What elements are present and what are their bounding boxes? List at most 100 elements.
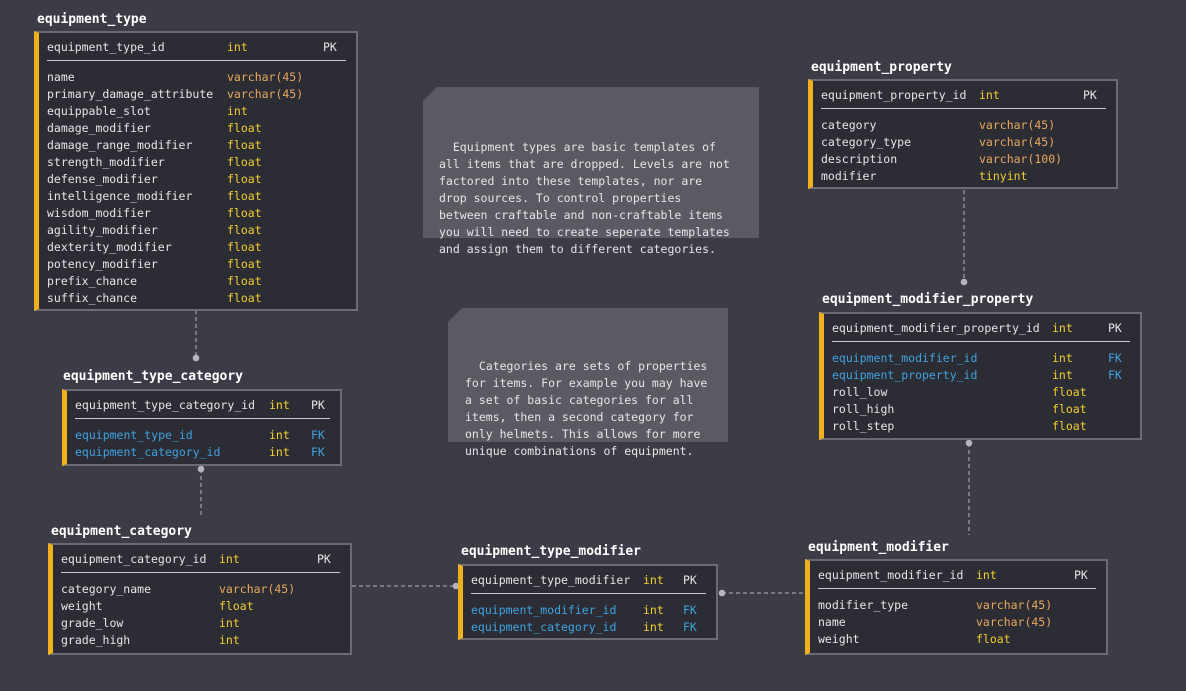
note-fold-corner	[448, 308, 462, 322]
pk-badge: PK	[323, 40, 337, 54]
primary-key-row: equipment_property_id int PK	[821, 86, 1106, 109]
column-type: int	[979, 88, 1000, 102]
column-type: int	[269, 398, 290, 412]
column-name: suffix_chance	[47, 291, 138, 305]
column-name: name	[47, 70, 75, 84]
column-type: int	[1052, 368, 1073, 382]
column-name: dexterity_modifier	[47, 240, 172, 254]
column-type: varchar(100)	[979, 152, 1063, 166]
fk-badge: FK	[1108, 351, 1122, 365]
column-name: roll_step	[832, 419, 895, 433]
column-type: int	[219, 552, 240, 566]
table-title-equipment-modifier-property: equipment_modifier_property	[822, 292, 1034, 307]
column-type: float	[1052, 402, 1087, 416]
column-row: roll_low float	[832, 384, 1130, 401]
column-type: int	[1052, 321, 1073, 335]
column-type: int	[1052, 351, 1073, 365]
column-type: int	[219, 616, 240, 630]
column-type: float	[976, 632, 1011, 646]
column-name: intelligence_modifier	[47, 189, 193, 203]
column-row: name varchar(45)	[47, 69, 346, 86]
column-name: primary_damage_attribute	[47, 87, 214, 101]
column-type: float	[227, 172, 262, 186]
column-name: grade_low	[61, 616, 124, 630]
column-type: varchar(45)	[227, 70, 304, 84]
column-type: float	[227, 121, 262, 135]
column-type: int	[227, 40, 248, 54]
column-name: damage_range_modifier	[47, 138, 193, 152]
column-name: equipment_property_id	[821, 88, 967, 102]
link-endpoint	[192, 354, 200, 362]
primary-key-row: equipment_modifier_property_id int PK	[832, 319, 1130, 342]
column-row: description varchar(100)	[821, 151, 1106, 168]
fk-badge: FK	[1108, 368, 1122, 382]
column-name: equipment_modifier_id	[832, 351, 978, 365]
column-row: equipment_modifier_id int FK	[832, 350, 1130, 367]
column-name: equipment_type_id	[75, 428, 193, 442]
column-name: strength_modifier	[47, 155, 165, 169]
column-row: damage_modifier float	[47, 120, 346, 137]
column-type: float	[227, 138, 262, 152]
column-name: name	[818, 615, 846, 629]
column-type: varchar(45)	[979, 118, 1056, 132]
column-name: category_name	[61, 582, 152, 596]
column-type: float	[219, 599, 254, 613]
note-categories: Categories are sets of properties for it…	[448, 308, 728, 458]
column-type: int	[643, 573, 664, 587]
column-name: description	[821, 152, 898, 166]
column-name: damage_modifier	[47, 121, 151, 135]
column-name: roll_low	[832, 385, 888, 399]
note-text: Categories are sets of properties for it…	[465, 359, 708, 458]
pk-badge: PK	[1083, 88, 1097, 102]
pk-badge: PK	[311, 398, 325, 412]
pk-badge: PK	[1108, 321, 1122, 335]
column-type: float	[1052, 385, 1087, 399]
column-name: prefix_chance	[47, 274, 138, 288]
note-equipment-types: Equipment types are basic templates of a…	[423, 87, 759, 256]
column-type: int	[269, 445, 290, 459]
table-title-equipment-property: equipment_property	[811, 60, 952, 75]
table-title-equipment-category: equipment_category	[51, 524, 192, 539]
fk-badge: FK	[311, 445, 325, 459]
column-type: float	[1052, 419, 1087, 433]
column-name: equipment_type_category_id	[75, 398, 256, 412]
table-title-equipment-type-category: equipment_type_category	[63, 369, 244, 384]
column-type: int	[269, 428, 290, 442]
column-name: equipment_type_modifier	[471, 573, 631, 587]
column-type: varchar(45)	[976, 598, 1053, 612]
fk-badge: FK	[683, 620, 697, 634]
pk-badge: PK	[317, 552, 331, 566]
column-name: equipment_property_id	[832, 368, 978, 382]
column-type: int	[227, 104, 248, 118]
column-name: potency_modifier	[47, 257, 158, 271]
link-endpoint	[960, 278, 968, 286]
primary-key-row: equipment_type_category_id int PK	[75, 396, 330, 419]
column-name: equipment_modifier_property_id	[832, 321, 1040, 335]
